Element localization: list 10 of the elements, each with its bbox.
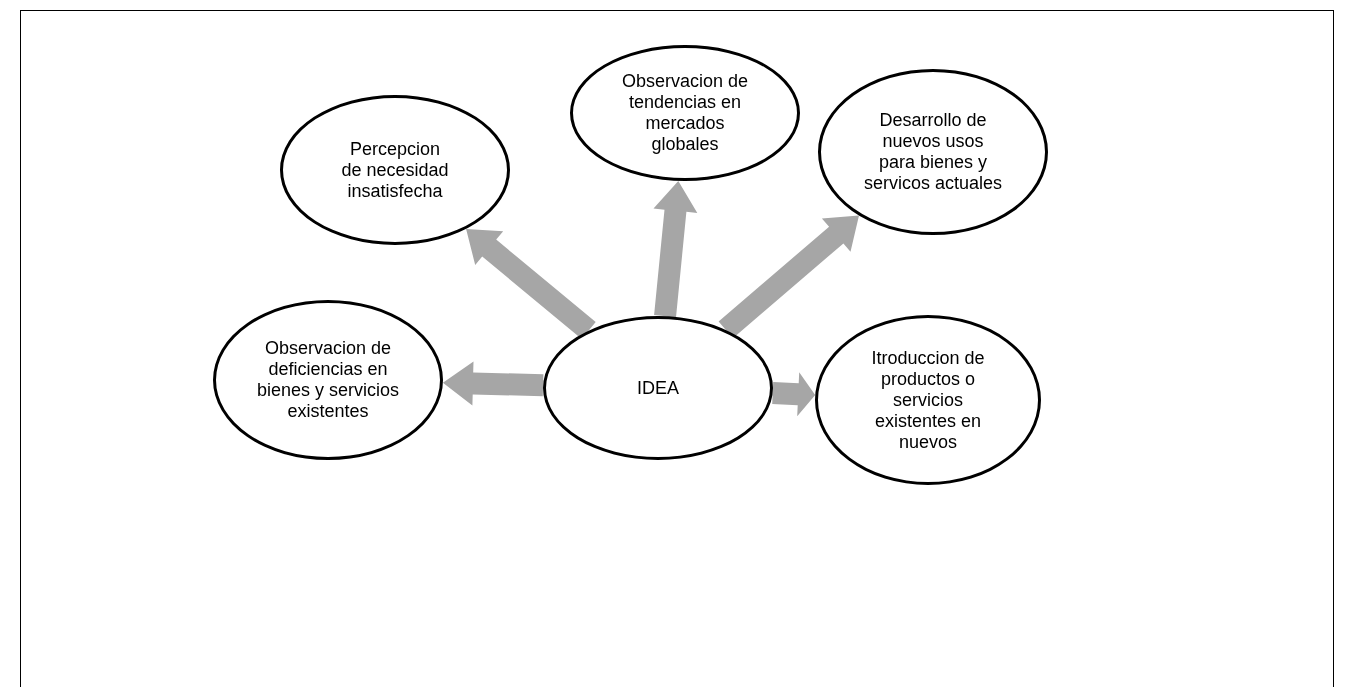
ellipse-text: IDEA bbox=[636, 377, 680, 399]
ellipse-text: Observacion de tendencias en mercados globales bbox=[621, 71, 749, 155]
block-arrow bbox=[653, 180, 698, 318]
block-arrow bbox=[442, 361, 544, 406]
ellipse-text: Itroduccion de productos o servicios existentes en nuevos bbox=[870, 347, 986, 453]
block-arrow bbox=[466, 228, 596, 339]
block-arrow bbox=[772, 372, 816, 417]
ellipse-text: Observacion de deficiencias en bienes y servicios existentes bbox=[255, 338, 401, 422]
ellipse-text: Desarrollo de nuevos usos para bienes y servicos actuales bbox=[863, 110, 1003, 194]
ellipse-text: Percepcion de necesidad insatisfecha bbox=[340, 138, 450, 202]
